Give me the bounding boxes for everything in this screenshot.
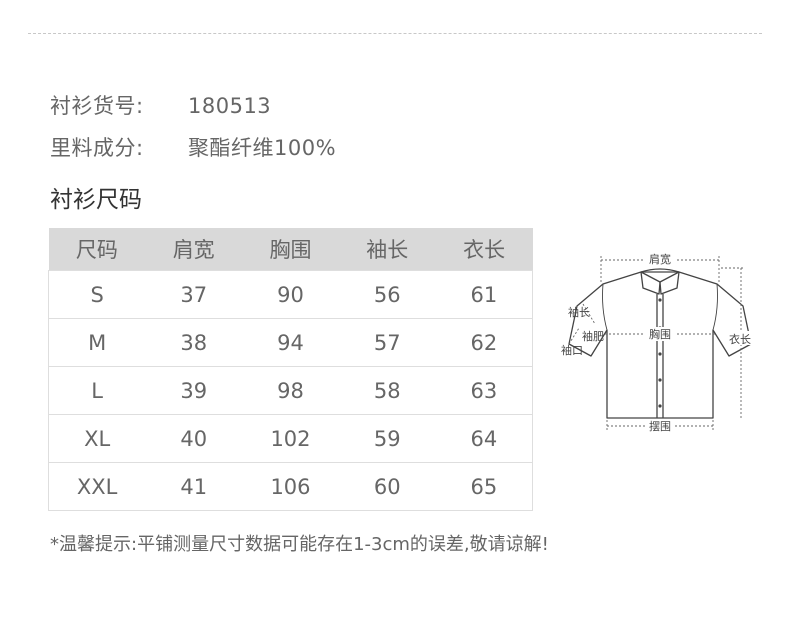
chest-label-bg xyxy=(643,327,677,341)
label-sleeve-length: 袖长 xyxy=(568,305,590,319)
material-row: 里料成分: 聚酯纤维100% xyxy=(50,132,336,162)
cell-length: 65 xyxy=(435,462,533,511)
label-cuff: 袖口 xyxy=(561,343,583,357)
label-length: 衣长 xyxy=(729,332,751,346)
cell-shoulder: 41 xyxy=(145,462,243,511)
table-row: XL 40 102 59 64 xyxy=(48,414,533,463)
shirt-buttons xyxy=(658,298,662,408)
table-row: L 39 98 58 63 xyxy=(48,366,533,415)
label-hem: 摆围 xyxy=(649,419,671,433)
material-value: 聚酯纤维100% xyxy=(188,136,337,160)
cell-sleeve: 59 xyxy=(338,414,436,463)
cell-chest: 102 xyxy=(242,414,339,463)
header-length: 衣长 xyxy=(435,228,533,271)
cell-chest: 98 xyxy=(242,366,339,415)
table-row: S 37 90 56 61 xyxy=(48,270,533,319)
table-row: XXL 41 106 60 65 xyxy=(48,462,533,511)
item-number-value: 180513 xyxy=(188,94,272,118)
hem-label-bg xyxy=(645,419,675,433)
cell-size: S xyxy=(48,270,146,319)
cell-size: L xyxy=(48,366,146,415)
cell-chest: 90 xyxy=(242,270,339,319)
shirt-outline xyxy=(568,268,752,419)
cell-length: 62 xyxy=(435,318,533,367)
length-label-bg xyxy=(729,331,759,345)
measurement-note: *温馨提示:平铺测量尺寸数据可能存在1-3cm的误差,敬请谅解! xyxy=(50,534,549,555)
cell-size: M xyxy=(48,318,146,367)
label-sleeve-width: 袖肥 xyxy=(582,329,604,343)
shoulder-label-bg xyxy=(643,252,677,266)
cell-shoulder: 39 xyxy=(145,366,243,415)
cell-sleeve: 56 xyxy=(338,270,436,319)
cell-shoulder: 40 xyxy=(145,414,243,463)
cell-length: 64 xyxy=(435,414,533,463)
item-number-row: 衬衫货号: 180513 xyxy=(50,90,271,120)
cell-shoulder: 37 xyxy=(145,270,243,319)
cell-chest: 106 xyxy=(242,462,339,511)
header-shoulder: 肩宽 xyxy=(145,228,243,271)
size-table: 尺码 肩宽 胸围 袖长 衣长 S 37 90 56 61 M 38 94 57 … xyxy=(48,228,533,511)
material-label: 里料成分: xyxy=(50,136,144,160)
top-dashed-divider xyxy=(28,33,762,34)
cell-sleeve: 57 xyxy=(338,318,436,367)
label-shoulder: 肩宽 xyxy=(649,252,671,266)
table-row: M 38 94 57 62 xyxy=(48,318,533,367)
table-header-row: 尺码 肩宽 胸围 袖长 衣长 xyxy=(48,228,533,271)
header-sleeve: 袖长 xyxy=(338,228,436,271)
cell-length: 61 xyxy=(435,270,533,319)
size-section-title: 衬衫尺码 xyxy=(50,187,142,213)
header-size: 尺码 xyxy=(48,228,146,271)
cell-sleeve: 58 xyxy=(338,366,436,415)
shirt-measurement-diagram: 肩宽 袖长 袖肥 袖口 胸围 衣长 摆围 xyxy=(561,252,759,433)
cell-sleeve: 60 xyxy=(338,462,436,511)
cell-size: XXL xyxy=(48,462,146,511)
cell-chest: 94 xyxy=(242,318,339,367)
header-chest: 胸围 xyxy=(242,228,339,271)
cell-size: XL xyxy=(48,414,146,463)
label-chest: 胸围 xyxy=(649,327,671,341)
measurement-lines xyxy=(568,256,743,430)
cell-length: 63 xyxy=(435,366,533,415)
cell-shoulder: 38 xyxy=(145,318,243,367)
item-number-label: 衬衫货号: xyxy=(50,94,144,118)
